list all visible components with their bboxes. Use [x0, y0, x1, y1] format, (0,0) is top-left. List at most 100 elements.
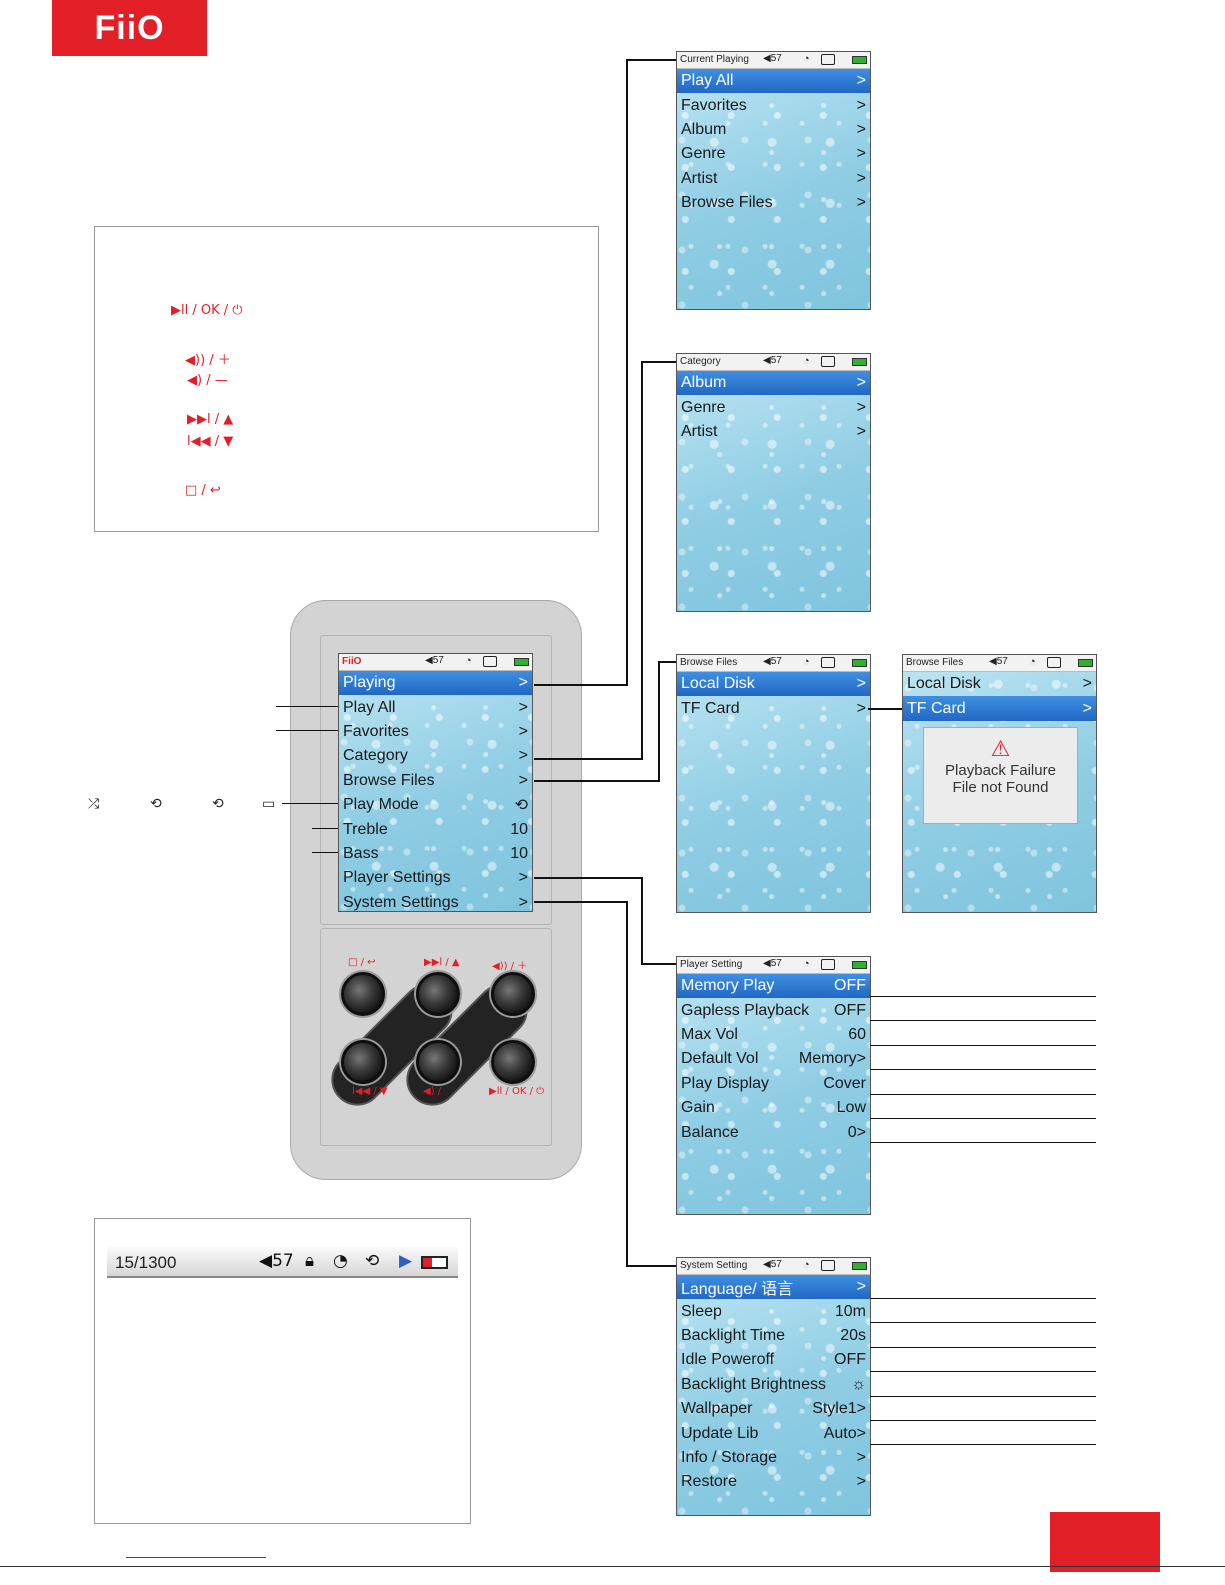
menu-item-local-disk[interactable]: Local Disk> — [677, 672, 870, 697]
battery-icon — [852, 1262, 867, 1270]
screen-header: System Setting ◀57 ◔ — [677, 1258, 870, 1275]
volume-icon: ◀57 — [989, 656, 1008, 667]
screen-title: Browse Files — [906, 657, 964, 668]
menu-item-backlight-brightness[interactable]: Backlight Brightness☼ — [681, 1375, 866, 1393]
volume-icon: ◀57 — [425, 655, 444, 666]
browse-files-screen: Browse Files ◀57 ◔ Local Disk> TF Card> — [676, 654, 871, 913]
menu-item-player-settings[interactable]: Player Settings> — [343, 869, 528, 887]
repeat-all-icon: ⟲ — [150, 796, 162, 812]
menu-item-genre[interactable]: Genre> — [681, 145, 866, 163]
repeat-icon — [821, 54, 835, 65]
screen-header: Browse Files ◀57 ◔ — [677, 655, 870, 672]
play-ok-button[interactable] — [491, 1040, 535, 1084]
volume-up-button[interactable] — [491, 972, 535, 1016]
volume-icon: ◀57 — [763, 1259, 782, 1270]
menu-item-local-disk[interactable]: Local Disk> — [907, 675, 1092, 693]
volume-icon: ◀57 — [763, 355, 782, 366]
repeat-icon — [821, 657, 835, 668]
volume-down-key-icon: ◀) / — — [187, 373, 228, 388]
battery-icon — [852, 961, 867, 969]
menu-item-playing[interactable]: Playing> — [339, 671, 532, 696]
menu-item-restore[interactable]: Restore> — [681, 1473, 866, 1491]
clock-icon: ◔ — [465, 655, 472, 667]
repeat-icon: ⟲ — [365, 1251, 380, 1271]
dialog-line-1: Playback Failure — [945, 762, 1056, 779]
clock-icon: ◔ — [803, 355, 810, 367]
repeat-one-icon: ⟲ — [212, 796, 224, 812]
category-screen: Category ◀57 ◔ Album> Genre> Artist> — [676, 353, 871, 612]
menu-item-category[interactable]: Category> — [343, 747, 528, 765]
repeat-icon — [821, 1260, 835, 1271]
volume-up-button-label: ◀)) / ＋ — [492, 961, 528, 972]
screen-title: FiiO — [342, 656, 362, 667]
track-counter: 15/1300 — [115, 1253, 177, 1272]
menu-button-label: □ / ↩ — [348, 957, 376, 968]
menu-item-favorites[interactable]: Favorites> — [681, 96, 866, 114]
menu-item-album[interactable]: Album> — [681, 120, 866, 138]
menu-item-genre[interactable]: Genre> — [681, 398, 866, 416]
clock-icon: ◔ — [333, 1251, 348, 1271]
repeat-icon — [821, 356, 835, 367]
prev-button[interactable] — [341, 1040, 385, 1084]
prev-down-key-icon: l◀◀ / ▼ — [187, 434, 234, 449]
next-button[interactable] — [416, 972, 460, 1016]
prev-button-label: l◀◀ / ▼ — [352, 1086, 388, 1097]
screen-header: Browse Files ◀57 ◔ — [903, 655, 1096, 672]
footer-link-underline — [126, 1557, 266, 1558]
menu-back-key-icon: □ / ↩ — [185, 483, 221, 498]
menu-item-browse-files[interactable]: Browse Files> — [343, 771, 528, 789]
menu-item-favorites[interactable]: Favorites> — [343, 722, 528, 740]
menu-item-language[interactable]: Language/ 语言> — [677, 1275, 870, 1300]
play-ok-power-key-icon: ▶ll / OK / ⏻ — [171, 303, 243, 318]
warning-icon: ⚠ — [990, 736, 1011, 761]
repeat-icon — [1047, 657, 1061, 668]
menu-item-tf-card[interactable]: TF Card> — [681, 699, 866, 717]
clock-icon: ◔ — [803, 1259, 810, 1271]
menu-item-system-settings[interactable]: System Settings> — [343, 893, 528, 911]
menu-item-artist[interactable]: Artist> — [681, 169, 866, 187]
menu-item-info-storage[interactable]: Info / Storage> — [681, 1448, 866, 1466]
battery-icon — [852, 56, 867, 64]
system-setting-screen: System Setting ◀57 ◔ Language/ 语言> Sleep… — [676, 1257, 871, 1516]
volume-icon: ◀57 — [763, 656, 782, 667]
play-button-label: ▶ll / OK / ⏻ — [489, 1086, 545, 1097]
status-bar: 15/1300 ◀57 🔒︎ ◔ ⟲ ▶ — [107, 1247, 458, 1278]
device-screen: FiiO ◀57 ◔ Playing> Play All> Favorites>… — [338, 653, 533, 912]
volume-down-button[interactable] — [416, 1040, 460, 1084]
menu-item-album[interactable]: Album> — [677, 371, 870, 396]
screen-title: Current Playing — [680, 54, 749, 65]
menu-item-play-all[interactable]: Play All> — [343, 698, 528, 716]
current-playing-screen: Current Playing ◀57 ◔ Play All> Favorite… — [676, 51, 871, 310]
browse-files-error-screen: Browse Files ◀57 ◔ Local Disk> TF Card> … — [902, 654, 1097, 913]
battery-icon — [852, 358, 867, 366]
screen-title: System Setting — [680, 1260, 748, 1271]
menu-item-artist[interactable]: Artist> — [681, 422, 866, 440]
menu-item-play-mode[interactable]: Play Mode⟲ — [343, 796, 528, 815]
battery-icon — [1078, 659, 1093, 667]
next-button-label: ▶▶l / ▲ — [424, 957, 460, 968]
volume-icon: ◀57 — [763, 53, 782, 64]
menu-item-tf-card[interactable]: TF Card> — [903, 696, 1096, 721]
menu-item-browse-files[interactable]: Browse Files> — [681, 194, 866, 212]
menu-item-play-all[interactable]: Play All> — [677, 69, 870, 94]
screen-title: Browse Files — [680, 657, 738, 668]
clock-icon: ◔ — [1029, 656, 1036, 668]
menu-back-button[interactable] — [341, 972, 385, 1016]
screen-title: Category — [680, 356, 721, 367]
playback-failure-dialog: ⚠ Playback Failure File not Found — [923, 727, 1078, 824]
